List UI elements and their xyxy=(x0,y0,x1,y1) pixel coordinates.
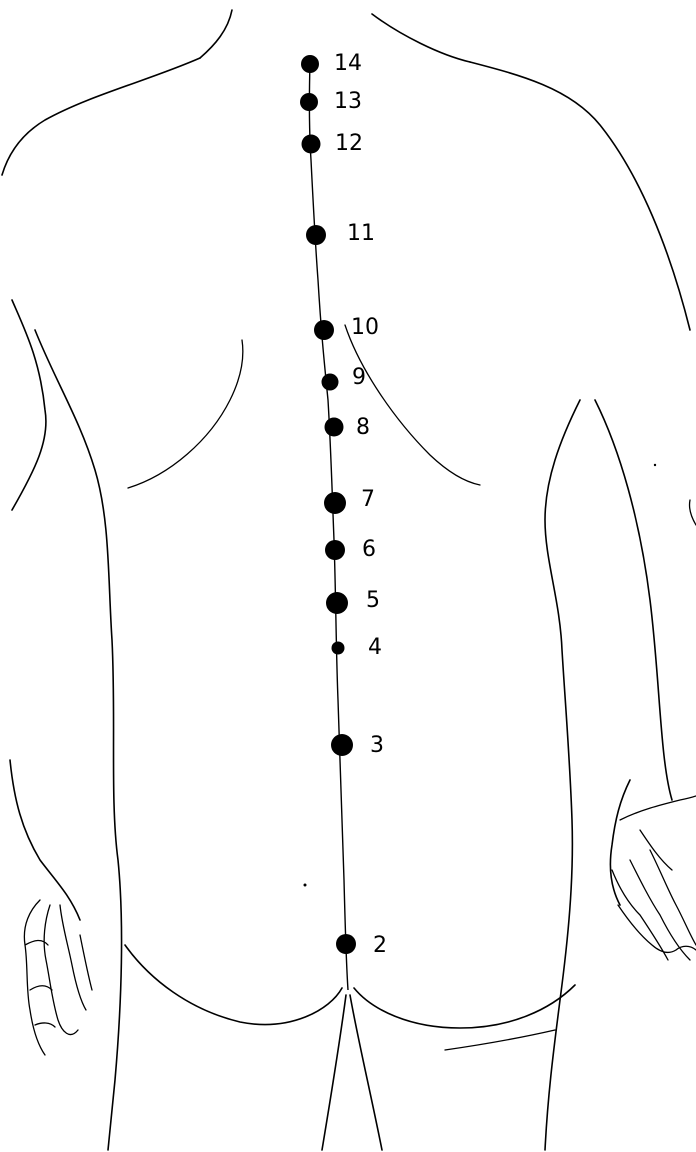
point-label-8: 8 xyxy=(356,415,370,440)
right-scapula-line xyxy=(345,325,480,485)
acupoint-dot xyxy=(326,592,348,614)
acupoint-dot xyxy=(302,135,321,154)
point-label-7: 7 xyxy=(361,487,375,512)
right-torso-line xyxy=(545,400,580,1150)
point-label-3: 3 xyxy=(370,733,384,758)
stray-dot-mark xyxy=(654,464,656,466)
right-arm-outer-line xyxy=(595,400,672,800)
right-arm-edge-line xyxy=(690,500,696,525)
acupoint-dot xyxy=(300,93,318,111)
left-hand-drawing xyxy=(24,900,92,1055)
left-torso-line xyxy=(35,330,122,1150)
left-arm-lower-line xyxy=(10,760,80,920)
acupoint-dot xyxy=(301,55,319,73)
left-arm-outer-line xyxy=(12,300,46,510)
neck-right-line xyxy=(372,14,470,62)
point-label-10: 10 xyxy=(351,315,379,340)
left-inner-leg-line xyxy=(322,995,346,1150)
right-inner-leg-line xyxy=(350,995,382,1150)
acupoint-dot xyxy=(332,642,345,655)
left-shoulder-line xyxy=(2,58,200,175)
acupoint-dot xyxy=(325,418,344,437)
acupoint-dot xyxy=(336,934,356,954)
point-label-11: 11 xyxy=(347,221,375,246)
point-label-9: 9 xyxy=(352,365,366,390)
spine-line xyxy=(309,62,348,990)
right-hand-drawing xyxy=(612,796,696,960)
right-buttock-line xyxy=(354,985,575,1028)
acupoint-dot xyxy=(322,374,339,391)
acupoint-dot xyxy=(306,225,326,245)
point-label-2: 2 xyxy=(373,933,387,958)
acupoint-markers xyxy=(300,55,356,954)
neck-left-line xyxy=(200,10,232,58)
acupoint-dot xyxy=(314,320,334,340)
point-label-6: 6 xyxy=(362,537,376,562)
point-label-4: 4 xyxy=(368,635,382,660)
point-label-12: 12 xyxy=(335,131,363,156)
acupoint-dot xyxy=(325,540,345,560)
stray-dot-mark xyxy=(304,884,307,887)
left-buttock-line xyxy=(125,945,342,1024)
point-label-13: 13 xyxy=(334,89,362,114)
right-gluteal-fold-line xyxy=(445,1030,555,1050)
right-shoulder-line xyxy=(470,62,690,330)
acupoint-dot xyxy=(331,734,353,756)
left-scapula-line xyxy=(128,340,243,488)
right-arm-lower-line xyxy=(610,780,630,905)
point-label-14: 14 xyxy=(334,51,362,76)
point-label-5: 5 xyxy=(366,588,380,613)
acupoint-dot xyxy=(324,492,346,514)
